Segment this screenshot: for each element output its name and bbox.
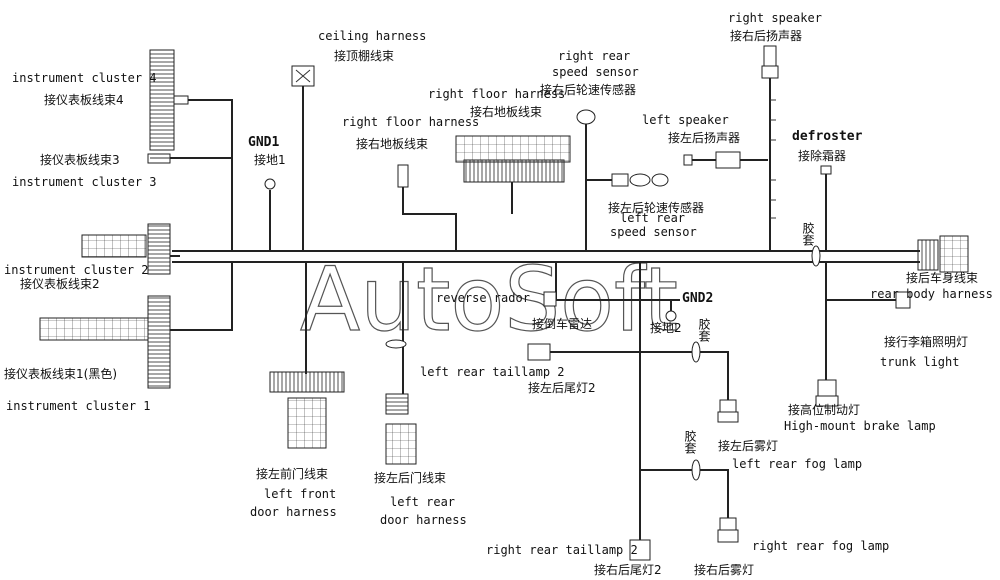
- main-trunk: [172, 250, 920, 263]
- connector-right-speaker: [761, 45, 779, 251]
- label-ic1-cn: 接仪表板线束1(黑色): [4, 366, 117, 381]
- label-hmbl-cn: 接高位制动灯: [788, 402, 860, 417]
- label-trunk-cn: 接行李箱照明灯: [884, 334, 968, 349]
- connector-right-rear-fog-lamp: [640, 459, 739, 543]
- label-ic2-en: instrument cluster 2: [4, 263, 149, 277]
- connector-left-rear-speed-sensor: [683, 151, 768, 169]
- connector-instrument-cluster-3: [147, 153, 232, 164]
- label-rfloor2-en: right floor harness: [428, 87, 565, 101]
- label-tape-3: 胶套: [683, 429, 697, 454]
- label-gnd1: GND1: [248, 135, 279, 150]
- label-lrfog-en: left rear fog lamp: [732, 457, 862, 471]
- connector-instrument-cluster-4: [149, 49, 233, 251]
- connector-right-floor-small: [397, 164, 457, 251]
- label-ic3-cn: 接仪表板线束3: [40, 152, 120, 167]
- gnd2-branch: [639, 262, 680, 540]
- label-tape-2: 胶套: [697, 317, 711, 342]
- label-lrfog-cn: 接左后雾灯: [718, 438, 778, 453]
- label-lspk-en: left speaker: [642, 113, 729, 127]
- label-defroster-en: defroster: [792, 129, 863, 144]
- label-ceiling-en: ceiling harness: [318, 29, 426, 43]
- label-rfloor1-cn: 接右地板线束: [356, 136, 428, 151]
- label-ic2-cn: 接仪表板线束2: [20, 276, 100, 291]
- label-lrd-en2: door harness: [380, 513, 467, 527]
- label-reverse-cn: 接倒车雷达: [532, 316, 592, 331]
- label-lrt-cn: 接左后尾灯2: [528, 380, 596, 395]
- connector-right-floor-large: [455, 135, 571, 214]
- label-lfd-en1: left front: [264, 487, 336, 501]
- label-ic4-en: instrument cluster 4: [12, 71, 157, 85]
- connector-left-rear-fog-lamp: [717, 399, 739, 423]
- connector-right-rear-taillamp-2: [629, 539, 651, 561]
- label-gnd2: GND2: [682, 291, 713, 306]
- connector-ceiling-harness: [291, 65, 315, 251]
- label-lspk-cn: 接左后扬声器: [668, 130, 740, 145]
- label-tape-1: 胶套: [801, 221, 815, 246]
- label-gnd2-cn: 接地2: [650, 320, 682, 335]
- connector-left-rear-door: [385, 262, 417, 465]
- label-defroster-cn: 接除霜器: [798, 148, 846, 163]
- label-lrt-en: left rear taillamp 2: [420, 365, 565, 379]
- connector-reverse-radar: [543, 262, 640, 307]
- label-rrss-en1: right rear: [558, 49, 630, 63]
- label-gnd1-cn: 接地1: [254, 152, 286, 167]
- label-lrss-en2: speed sensor: [610, 225, 697, 239]
- connector-rear-body-harness: [917, 235, 969, 273]
- label-rbody-cn: 接后车身线束: [906, 270, 978, 285]
- label-lrss-cn: 接左后轮速传感器: [608, 200, 704, 215]
- label-reverse-en: reverse rador: [436, 291, 530, 305]
- label-lfd-en2: door harness: [250, 505, 337, 519]
- label-rbody-en: rear body harness: [870, 287, 993, 301]
- label-lrss-en1: left rear: [620, 211, 685, 225]
- label-lrd-en1: left rear: [390, 495, 455, 509]
- connector-instrument-cluster-1: [39, 262, 233, 389]
- gnd1-terminal: [264, 178, 276, 251]
- label-ic3-en: instrument cluster 3: [12, 175, 157, 189]
- connector-right-rear-speed-sensor: [576, 109, 669, 251]
- label-hmbl-en: High-mount brake lamp: [784, 419, 936, 433]
- label-rrfog-cn: 接右后雾灯: [694, 562, 754, 577]
- connector-high-mount-brake-lamp: [815, 300, 839, 407]
- tape-sleeve-1: [811, 245, 821, 267]
- label-ceiling-cn: 接顶棚线束: [334, 48, 394, 63]
- connector-left-front-door: [269, 262, 345, 449]
- connector-defroster: [820, 165, 832, 251]
- label-trunk-en: trunk light: [880, 355, 959, 369]
- connector-instrument-cluster-2: [81, 223, 180, 275]
- label-rspk-cn: 接右后扬声器: [730, 28, 802, 43]
- label-rrss-cn: 接右后轮速传感器: [540, 82, 636, 97]
- label-rspk-en: right speaker: [728, 11, 822, 25]
- label-ic1-en: instrument cluster 1: [6, 399, 151, 413]
- label-rrt-cn: 接右后尾灯2: [594, 562, 662, 577]
- connector-left-rear-taillamp-2: [527, 341, 729, 400]
- connector-trunk-light: [825, 262, 911, 309]
- label-lrd-cn: 接左后门线束: [374, 470, 446, 485]
- label-ic4-cn: 接仪表板线束4: [44, 92, 124, 107]
- label-rrfog-en: right rear fog lamp: [752, 539, 889, 553]
- label-rrt-en: right rear taillamp 2: [486, 543, 638, 557]
- label-rfloor1-en: right floor harness: [342, 115, 479, 129]
- label-rfloor2-cn: 接右地板线束: [470, 104, 542, 119]
- label-rrss-en2: speed sensor: [552, 65, 639, 79]
- label-lfd-cn: 接左前门线束: [256, 466, 328, 481]
